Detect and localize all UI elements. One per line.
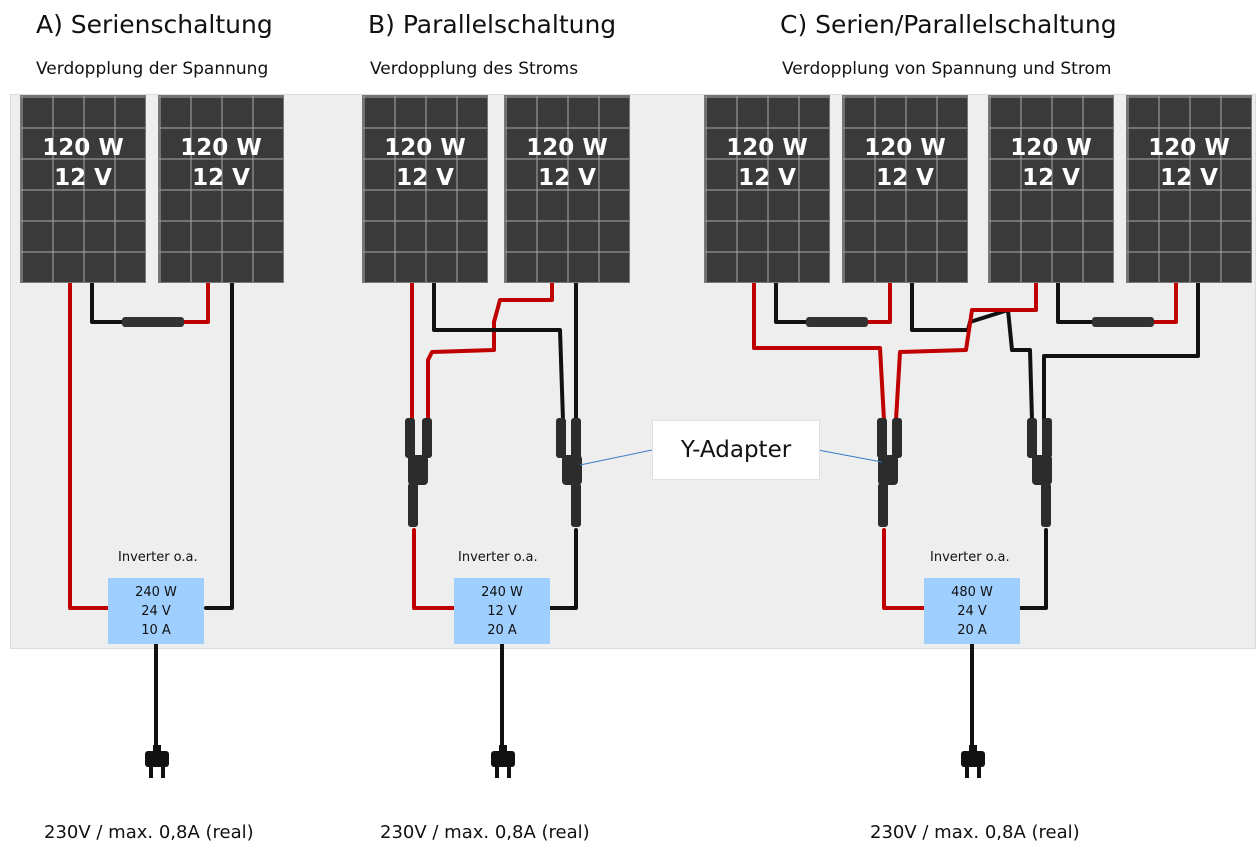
panel-power: 120 W xyxy=(384,135,466,161)
inverter-caption-a: Inverter o.a. xyxy=(118,550,198,565)
wire-a-series-red xyxy=(174,280,210,324)
inverter-current: 20 A xyxy=(957,623,987,638)
section-c-subtitle: Verdopplung von Spannung und Strom xyxy=(782,59,1112,79)
panel-voltage: 12 V xyxy=(192,165,250,191)
section-b-subtitle: Verdopplung des Stroms xyxy=(370,59,579,79)
mc4-connector-a xyxy=(122,317,184,327)
solar-panel-c3: 120 W 12 V xyxy=(988,95,1114,283)
section-a-subtitle: Verdopplung der Spannung xyxy=(36,59,269,79)
solar-panel-b2: 120 W 12 V xyxy=(504,95,630,283)
y-adapter-leader-right xyxy=(817,449,883,463)
wire-c-black-d xyxy=(1042,280,1200,422)
wire-c-black-c xyxy=(1056,280,1096,324)
mc4-connector-c2 xyxy=(1092,317,1154,327)
wire-b-black-out xyxy=(548,528,578,610)
wire-b-black-1 xyxy=(432,280,565,422)
wire-b-red-out xyxy=(412,528,456,610)
wire-c-black-b xyxy=(910,280,1034,422)
inverter-b: 240 W 12 V 20 A xyxy=(454,578,550,644)
inverter-power: 240 W xyxy=(481,585,523,600)
panel-voltage: 12 V xyxy=(738,165,796,191)
y-adapter-leader-left xyxy=(579,449,653,466)
panel-voltage: 12 V xyxy=(1022,165,1080,191)
panel-power: 120 W xyxy=(42,135,124,161)
inverter-voltage: 24 V xyxy=(141,604,171,619)
outlet-label-c: 230V / max. 0,8A (real) xyxy=(870,822,1080,843)
outlet-label-a: 230V / max. 0,8A (real) xyxy=(44,822,254,843)
panel-power: 120 W xyxy=(864,135,946,161)
wire-b-red-2 xyxy=(426,280,554,422)
solar-panel-a1: 120 W 12 V xyxy=(20,95,146,283)
inverter-power: 480 W xyxy=(951,585,993,600)
panel-voltage: 12 V xyxy=(538,165,596,191)
wire-c-red-d xyxy=(1148,280,1178,324)
inverter-current: 20 A xyxy=(487,623,517,638)
plug-icon xyxy=(145,745,169,778)
inverter-voltage: 24 V xyxy=(957,604,987,619)
panel-power: 120 W xyxy=(726,135,808,161)
solar-panel-c4: 120 W 12 V xyxy=(1126,95,1252,283)
inverter-power: 240 W xyxy=(135,585,177,600)
inverter-caption-c: Inverter o.a. xyxy=(930,550,1010,565)
solar-panel-a2: 120 W 12 V xyxy=(158,95,284,283)
panel-voltage: 12 V xyxy=(54,165,112,191)
plug-icon xyxy=(491,745,515,778)
section-a-title: A) Serienschaltung xyxy=(36,10,273,39)
inverter-caption-b: Inverter o.a. xyxy=(458,550,538,565)
y-adapter-label: Y-Adapter xyxy=(652,420,820,480)
panel-power: 120 W xyxy=(526,135,608,161)
panel-power: 120 W xyxy=(180,135,262,161)
wire-a-series-black xyxy=(90,280,132,324)
panel-voltage: 12 V xyxy=(396,165,454,191)
wire-a-positive xyxy=(68,280,110,610)
plug-icon xyxy=(961,745,985,778)
panel-power: 120 W xyxy=(1010,135,1092,161)
wire-c-black-a xyxy=(774,280,810,324)
solar-panel-b1: 120 W 12 V xyxy=(362,95,488,283)
section-c-title: C) Serien/Parallelschaltung xyxy=(780,10,1117,39)
panel-power: 120 W xyxy=(1148,135,1230,161)
inverter-a: 240 W 24 V 10 A xyxy=(108,578,204,644)
solar-panel-c1: 120 W 12 V xyxy=(704,95,830,283)
outlet-label-b: 230V / max. 0,8A (real) xyxy=(380,822,590,843)
wire-c-red-c xyxy=(894,280,1038,422)
y-adapter-connector xyxy=(405,418,1052,527)
panel-voltage: 12 V xyxy=(1160,165,1218,191)
mc4-connector-c1 xyxy=(806,317,868,327)
wire-a-negative xyxy=(204,280,234,610)
solar-panel-c2: 120 W 12 V xyxy=(842,95,968,283)
wire-c-red-a xyxy=(752,280,886,422)
section-b-title: B) Parallelschaltung xyxy=(368,10,617,39)
wire-c-red-out xyxy=(882,528,926,610)
panel-voltage: 12 V xyxy=(876,165,934,191)
inverter-c: 480 W 24 V 20 A xyxy=(924,578,1020,644)
inverter-voltage: 12 V xyxy=(487,604,517,619)
wire-c-black-out xyxy=(1018,528,1048,610)
inverter-current: 10 A xyxy=(141,623,171,638)
wire-c-red-b xyxy=(864,280,892,324)
